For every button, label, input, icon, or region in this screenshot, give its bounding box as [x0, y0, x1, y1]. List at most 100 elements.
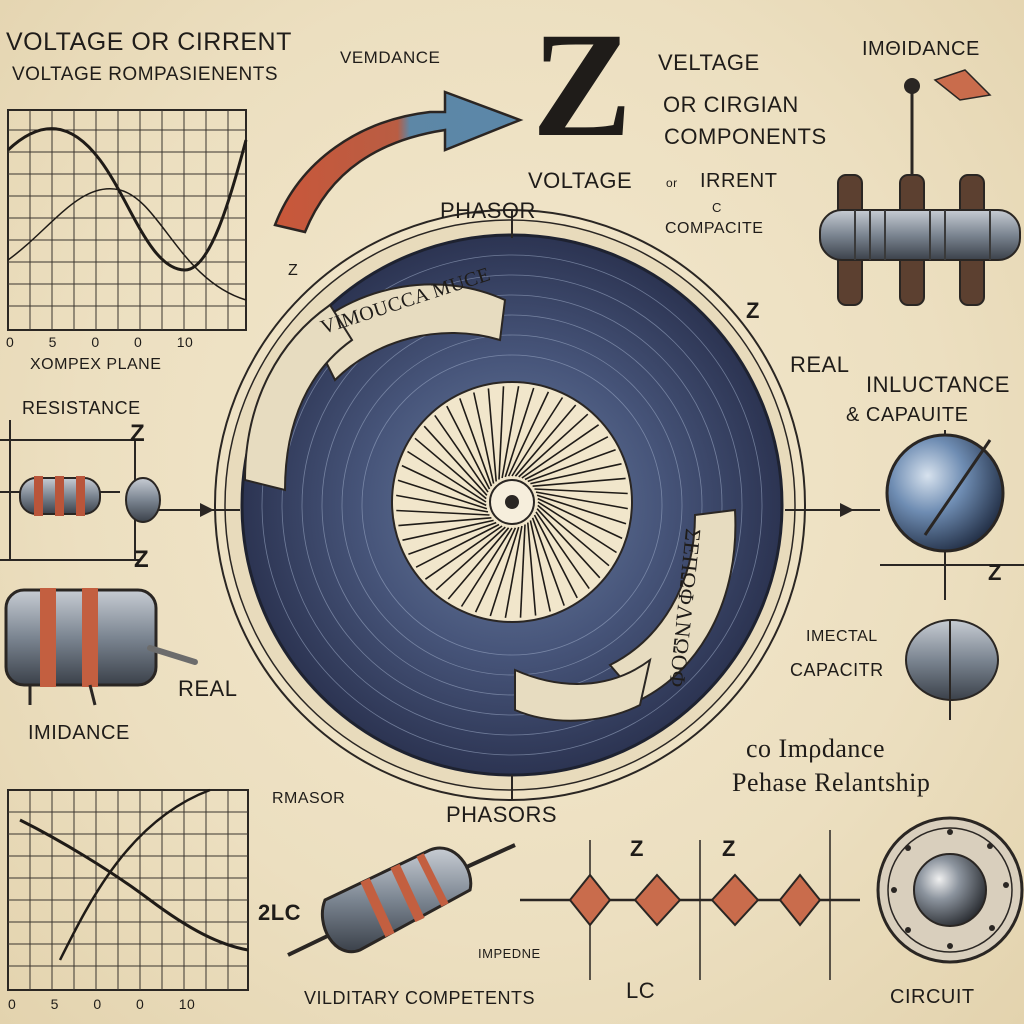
- label-2lc: 2LC: [258, 900, 302, 925]
- label-lc: LC: [626, 978, 656, 1003]
- label-compacite: COMPACITE: [665, 220, 764, 237]
- fan-line: [498, 386, 505, 480]
- fan-line: [474, 527, 517, 613]
- label-voltage-mid: VOLTAGE: [528, 168, 633, 193]
- fan-line: [524, 436, 609, 481]
- fan-line: [527, 449, 616, 483]
- fan-line: [536, 494, 627, 525]
- label-imidance-left: IMIDANCE: [28, 722, 130, 744]
- fan-line: [487, 388, 497, 482]
- fan-line: [511, 397, 564, 477]
- label-irrent: IRRENT: [700, 170, 778, 192]
- resistor-circuit: [0, 420, 161, 561]
- phasor-disc: [140, 209, 880, 801]
- label-vilditary: VILDITARY COMPETENTS: [304, 988, 536, 1008]
- fan-line: [401, 464, 487, 507]
- fan-line: [460, 527, 513, 607]
- fan-line: [535, 511, 590, 590]
- fan-line: [536, 508, 601, 579]
- label-resistance: RESISTANCE: [22, 398, 141, 418]
- fan-line: [402, 519, 494, 541]
- fan-line: [519, 524, 526, 618]
- fan-line: [535, 491, 628, 510]
- fan-line: [521, 424, 600, 479]
- fan-line: [424, 525, 503, 580]
- curved-arrow: [273, 90, 524, 234]
- fan-line: [507, 391, 550, 477]
- label-phasors: PHASORS: [446, 802, 558, 827]
- label-c: C: [712, 200, 722, 215]
- fan-line: [537, 501, 617, 554]
- graph-voltage-current: [6, 109, 248, 331]
- label-z-right-lower: Z: [988, 560, 1002, 585]
- graph-phasor-curves: [7, 788, 249, 991]
- fan-line: [434, 414, 489, 493]
- graph1-tick-labels: 0 5 0 0 10: [6, 334, 194, 350]
- label-imidance-top-right: IMΘIDANCE: [862, 38, 980, 60]
- fan-line: [447, 527, 510, 600]
- fan-line: [531, 517, 565, 606]
- label-or-mid: or: [666, 176, 678, 190]
- graph1-caption: XOMPEX PLANE: [30, 356, 162, 373]
- fan-line: [423, 425, 488, 496]
- fan-line: [537, 497, 623, 540]
- label-components: COMPONENTS: [664, 124, 827, 149]
- resistor-large: [4, 588, 198, 706]
- label-z-left-upper: Z: [130, 420, 146, 447]
- fan-line: [527, 522, 537, 616]
- lc-chain: [520, 830, 860, 980]
- title-voltage-current: VOLTAGE OR CIRRENT: [6, 28, 292, 56]
- fan-line: [529, 520, 551, 612]
- label-z-small-left: Z: [288, 262, 299, 279]
- fan-line: [446, 405, 491, 490]
- circuit-knob: [876, 816, 1024, 964]
- label-z-bottom-1: Z: [630, 836, 644, 861]
- big-z-symbol: Z: [532, 2, 633, 168]
- fan-line: [397, 479, 488, 510]
- label-veltage: VELTAGE: [658, 50, 760, 75]
- label-impedne: IMPEDNE: [478, 946, 541, 961]
- label-or-cirgian: OR CIRGIAN: [663, 92, 799, 117]
- fan-line: [414, 437, 487, 500]
- inductor-coil: [819, 69, 1021, 306]
- fan-line: [435, 526, 506, 591]
- fan-line: [534, 488, 628, 495]
- fan-line: [415, 523, 500, 568]
- fan-line: [518, 413, 589, 478]
- label-z-right-upper: Z: [746, 298, 760, 323]
- fan-line: [459, 398, 493, 487]
- fan-line: [504, 525, 523, 618]
- capacitor-orb: [880, 430, 1024, 720]
- fan-line: [532, 477, 626, 487]
- label-z-left-lower: Z: [134, 546, 150, 573]
- fan-line: [504, 387, 535, 478]
- fan-line: [530, 463, 622, 485]
- label-phasor-top: PHASOR: [440, 198, 536, 223]
- label-inductance: INLUCTANCE: [866, 372, 1010, 397]
- fan-line: [514, 404, 577, 477]
- label-real-right: REAL: [790, 352, 850, 377]
- subtitle-voltage-components: VOLTAGE ROMPASIENENTS: [12, 64, 278, 85]
- label-impedance-phase-1: co Imρdance: [746, 734, 886, 763]
- resistor-bottom: [287, 843, 516, 957]
- label-capacite: & CAPAUITE: [846, 404, 969, 426]
- fan-line: [489, 526, 520, 617]
- label-circuit: CIRCUIT: [890, 986, 975, 1008]
- label-real-left: REAL: [178, 676, 238, 701]
- fan-line: [398, 517, 492, 527]
- label-z-bottom-2: Z: [722, 836, 736, 861]
- fan-line: [533, 514, 578, 599]
- fan-line: [408, 521, 497, 555]
- fan-line: [473, 392, 495, 484]
- fan-line: [396, 494, 489, 513]
- label-impedance-phase-2: Pehase Relantship: [732, 768, 931, 797]
- label-rmasor: RMASOR: [272, 790, 346, 807]
- fan-line: [396, 509, 490, 516]
- fan-line: [407, 450, 487, 503]
- fan-line: [501, 386, 520, 479]
- label-capacitr: CAPACITR: [790, 660, 884, 680]
- label-imectal: IMECTAL: [806, 628, 878, 645]
- graph2-tick-labels: 0 5 0 0 10: [8, 996, 196, 1012]
